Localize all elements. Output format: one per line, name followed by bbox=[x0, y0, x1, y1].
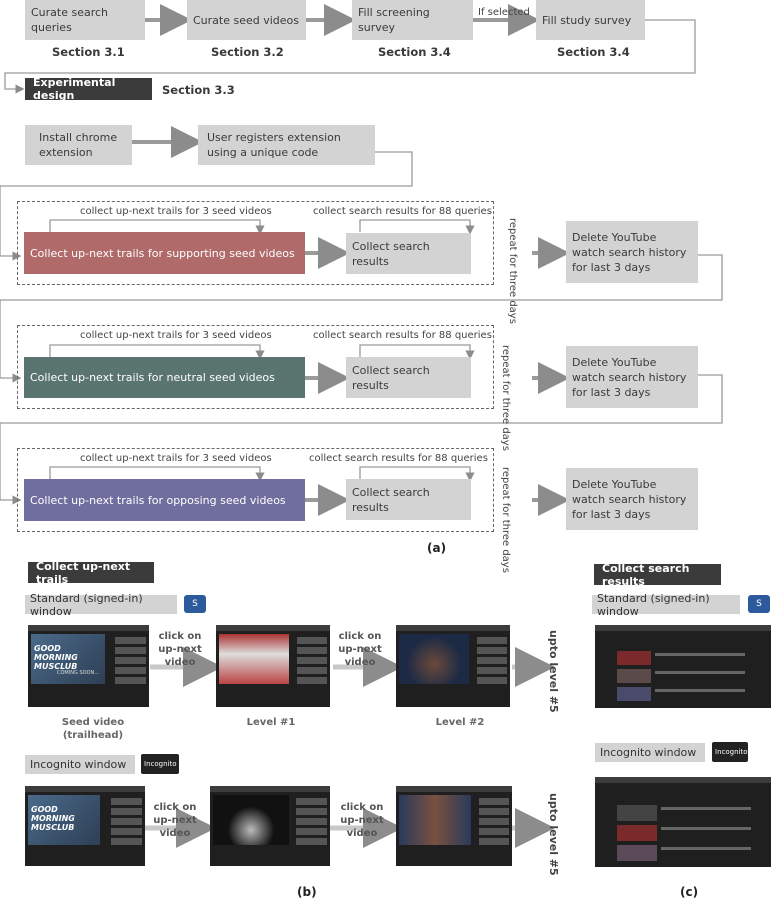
section-label: Section 3.4 bbox=[378, 45, 451, 59]
click-up-next-label: click on up-next video bbox=[340, 802, 384, 839]
supporting-trails-box: Collect up-next trails for supporting se… bbox=[24, 232, 305, 274]
label-text: Standard (signed-in) window bbox=[597, 591, 710, 618]
title-text: Collect search results bbox=[602, 561, 690, 588]
caption-a: (a) bbox=[427, 541, 447, 555]
delete-history-box: Delete YouTube watch search history for … bbox=[566, 346, 698, 408]
block-top-right-label: collect search results for 88 queries bbox=[309, 453, 488, 464]
badge-text: Incognito bbox=[144, 760, 177, 768]
incognito-level-1-screenshot bbox=[210, 786, 330, 866]
search-results-screenshot bbox=[595, 625, 771, 708]
box-label: User registers extension using a unique … bbox=[207, 131, 341, 159]
box-label: Curate seed videos bbox=[193, 13, 300, 27]
repeat-label: repeat for three days bbox=[500, 345, 511, 451]
click-up-next-label: click on up-next video bbox=[338, 631, 382, 668]
experimental-design-label: Experimental design bbox=[25, 76, 152, 102]
title-text: Collect up-next trails bbox=[36, 559, 131, 586]
thumb-title: GOOD MORNING MUSCLUB bbox=[31, 805, 75, 832]
upto-level-label: upto level #5 bbox=[547, 630, 560, 713]
section-label: Section 3.2 bbox=[211, 45, 284, 59]
profile-avatar-icon: S bbox=[748, 595, 770, 613]
neutral-trails-box: Collect up-next trails for neutral seed … bbox=[24, 357, 305, 398]
label-text: Incognito window bbox=[600, 746, 697, 759]
level-1-label: Level #1 bbox=[246, 717, 296, 728]
screening-survey-box: Fill screening survey bbox=[352, 0, 473, 40]
delete-history-box: Delete YouTube watch search history for … bbox=[566, 468, 698, 530]
block2-to-block3 bbox=[0, 374, 723, 505]
delete-history-box: Delete YouTube watch search history for … bbox=[566, 221, 698, 283]
box-label: Delete YouTube watch search history for … bbox=[572, 477, 687, 521]
block-top-right-label: collect search results for 88 queries bbox=[313, 330, 492, 341]
standard-window-label: Standard (signed-in) window bbox=[25, 592, 177, 618]
incognito-search-screenshot bbox=[595, 777, 771, 867]
profile-avatar-icon: S bbox=[184, 595, 206, 613]
label-text: Standard (signed-in) window bbox=[30, 591, 143, 618]
click-up-next-label: click on up-next video bbox=[153, 802, 197, 839]
box-label: Collect search results bbox=[352, 239, 430, 268]
badge-text: Incognito bbox=[715, 748, 748, 756]
collect-search-results-box: Collect search results bbox=[346, 357, 471, 398]
opposing-trails-box: Collect up-next trails for opposing seed… bbox=[24, 479, 305, 521]
block-top-left-label: collect up-next trails for 3 seed videos bbox=[80, 453, 272, 464]
upto-level-label: upto level #5 bbox=[547, 793, 560, 876]
level-2-screenshot bbox=[396, 625, 510, 707]
seed-video-screenshot: GOOD MORNING MUSCLUB COMING SOON... bbox=[28, 625, 149, 707]
box-label: Collect search results bbox=[352, 485, 430, 514]
setup-to-block1 bbox=[0, 151, 413, 261]
bar-label: Collect up-next trails for neutral seed … bbox=[30, 371, 275, 384]
incognito-icon: Incognito bbox=[712, 742, 748, 762]
block-3-frame bbox=[17, 448, 494, 532]
label-text: Incognito window bbox=[30, 758, 127, 771]
section-label: Section 3.1 bbox=[52, 45, 125, 59]
box-label: Curate search queries bbox=[31, 6, 109, 34]
repeat-label: repeat for three days bbox=[500, 467, 511, 573]
study-survey-box: Fill study survey bbox=[536, 0, 645, 40]
block-top-left-label: collect up-next trails for 3 seed videos bbox=[80, 330, 272, 341]
section-label: Section 3.4 bbox=[557, 45, 630, 59]
caption-b: (b) bbox=[297, 885, 317, 899]
collect-search-title: Collect search results bbox=[594, 561, 721, 588]
level-2-label: Level #2 bbox=[435, 717, 485, 728]
curate-seed-box: Curate seed videos bbox=[187, 0, 306, 40]
repeat-label: repeat for three days bbox=[507, 218, 518, 324]
incognito-seed-screenshot: GOOD MORNING MUSCLUB bbox=[25, 786, 145, 866]
block1-to-block2 bbox=[0, 254, 723, 383]
incognito-window-label: Incognito window bbox=[25, 755, 135, 774]
block-2-frame bbox=[17, 325, 494, 409]
curate-queries-box: Curate search queries bbox=[25, 0, 145, 40]
click-up-next-label: click on up-next video bbox=[158, 631, 202, 668]
section-3-3-label: Section 3.3 bbox=[162, 83, 235, 97]
box-label: Collect search results bbox=[352, 363, 430, 392]
bar-label: Collect up-next trails for opposing seed… bbox=[30, 493, 286, 507]
flow-to-exp bbox=[4, 19, 696, 94]
block-top-right-label: collect search results for 88 queries bbox=[313, 206, 492, 217]
install-extension-box: Install chrome extension bbox=[25, 125, 132, 165]
block-top-left-label: collect up-next trails for 3 seed videos bbox=[80, 206, 272, 217]
bar-label: Collect up-next trails for supporting se… bbox=[30, 246, 295, 260]
incognito-window-label: Incognito window bbox=[595, 743, 705, 762]
box-label: Delete YouTube watch search history for … bbox=[572, 355, 687, 399]
box-label: Install chrome extension bbox=[39, 131, 118, 159]
box-label: Fill screening survey bbox=[358, 6, 430, 34]
box-label: Delete YouTube watch search history for … bbox=[572, 230, 687, 274]
register-extension-box: User registers extension using a unique … bbox=[198, 125, 375, 165]
incognito-icon: Incognito bbox=[141, 754, 179, 774]
incognito-level-2-screenshot bbox=[396, 786, 512, 866]
if-selected-label: If selected bbox=[478, 7, 530, 18]
collect-trails-title: Collect up-next trails bbox=[28, 559, 154, 586]
block-1-frame bbox=[17, 201, 494, 285]
standard-window-label: Standard (signed-in) window bbox=[592, 592, 740, 618]
collect-search-results-box: Collect search results bbox=[346, 233, 471, 274]
seed-video-label: Seed video (trailhead) bbox=[61, 717, 125, 741]
thumb-sub: COMING SOON... bbox=[57, 670, 99, 676]
collect-search-results-box: Collect search results bbox=[346, 479, 471, 520]
box-label: Fill study survey bbox=[542, 13, 632, 27]
thumb-title: GOOD MORNING MUSCLUB bbox=[34, 644, 78, 671]
exp-text: Experimental design bbox=[33, 76, 116, 102]
level-1-screenshot bbox=[216, 625, 330, 707]
caption-c: (c) bbox=[680, 885, 699, 899]
